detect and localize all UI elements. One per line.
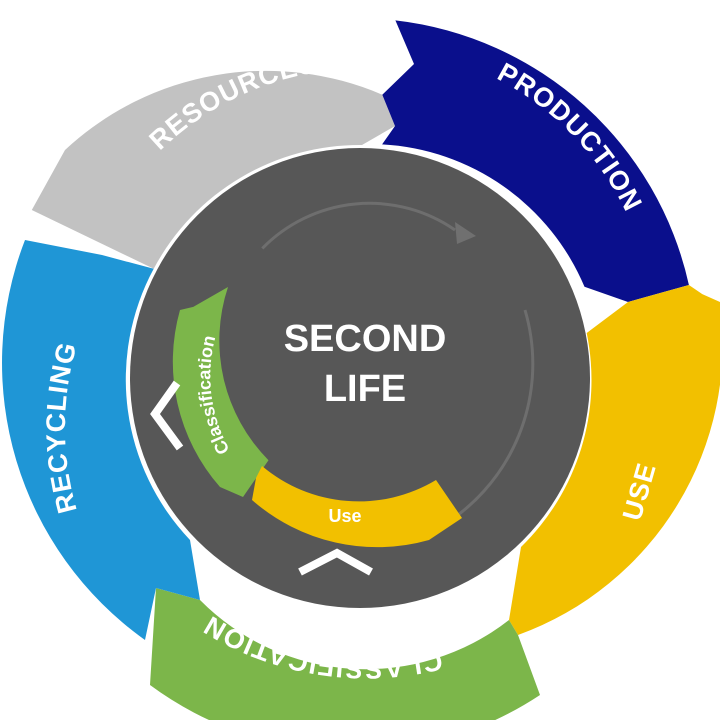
recycling-segment: [2, 240, 201, 640]
use-segment: [509, 285, 720, 635]
resources-segment: [31, 70, 396, 269]
inner-arrow-ring: [261, 201, 456, 250]
inner-label-use: Use: [328, 506, 361, 526]
production-segment: [382, 20, 689, 303]
inner-arrow-head-icon: [455, 222, 476, 244]
inner-use-band: [252, 466, 462, 548]
classification-segment: [150, 588, 540, 725]
center-title-line1: SECOND: [284, 318, 447, 360]
inner-classification-band: [172, 287, 269, 497]
left-chevron-icon: [150, 380, 184, 451]
inner-ring-right: [434, 309, 535, 532]
up-chevron-icon: [298, 548, 373, 576]
center-title-line2: LIFE: [324, 368, 406, 410]
